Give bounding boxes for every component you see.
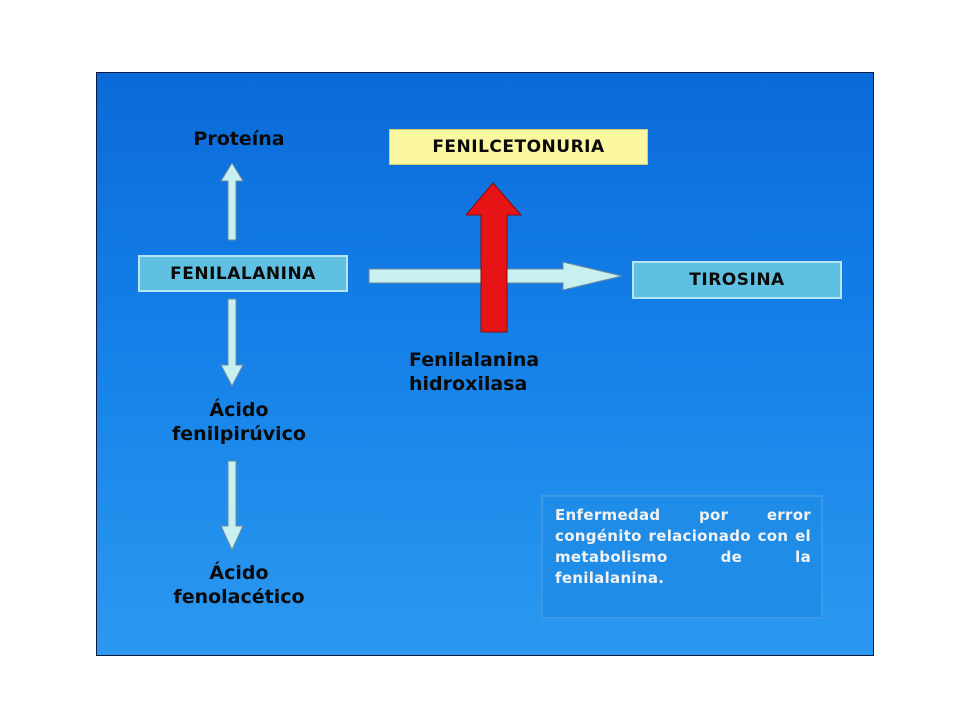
slide-canvas: FENILCETONURIA FENILALANINA TIROSINA Pro…: [96, 72, 874, 656]
label-acido-fenolacetico-line2: fenolacético: [173, 586, 305, 608]
node-fenilalanina: FENILALANINA: [138, 255, 348, 292]
arrow-down-to-fenolacetico: [220, 460, 244, 552]
label-acido-fenolacetico: Ácido fenolacético: [139, 561, 339, 609]
label-acido-fenilpiruvico-line2: fenilpirúvico: [172, 423, 306, 445]
label-proteina: Proteína: [193, 128, 285, 150]
arrow-up-to-proteina: [220, 162, 244, 241]
label-enzyme: Fenilalanina hidroxilasa: [409, 348, 569, 396]
arrow-red-enzyme-block: [464, 182, 523, 333]
label-enzyme-line2: hidroxilasa: [409, 373, 528, 395]
arrows-layer: [220, 162, 623, 552]
label-acido-fenilpiruvico-line1: Ácido: [209, 399, 269, 421]
arrow-down-to-fenilpiruvico: [220, 298, 244, 388]
note-box: Enfermedad por error congénito relaciona…: [541, 495, 823, 619]
label-enzyme-line1: Fenilalanina: [409, 349, 540, 371]
label-acido-fenolacetico-line1: Ácido: [209, 562, 269, 584]
label-acido-fenilpiruvico: Ácido fenilpirúvico: [139, 398, 339, 446]
node-tirosina: TIROSINA: [632, 261, 842, 299]
title-box-fenilcetonuria: FENILCETONURIA: [389, 129, 648, 165]
